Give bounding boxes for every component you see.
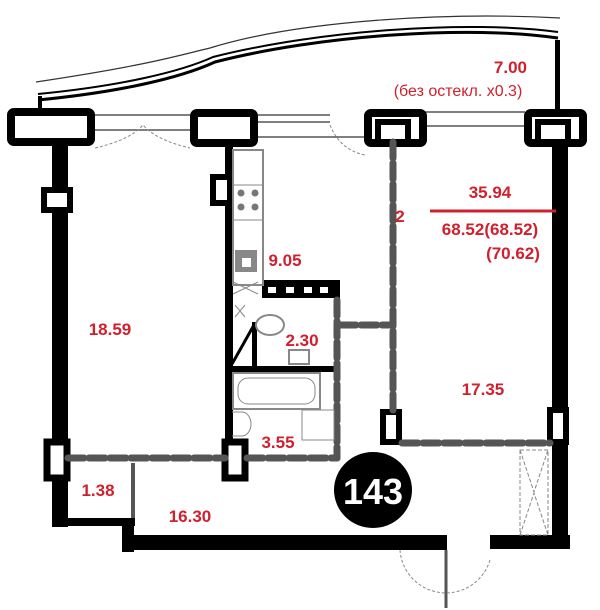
balcony-area: 7.00 <box>494 58 527 77</box>
kitchen-fixtures <box>232 149 264 286</box>
apartment-number-badge: 143 <box>334 452 412 528</box>
wardrobe <box>519 449 549 536</box>
room-right-area: 17.35 <box>462 380 505 399</box>
room-count: 2 <box>395 207 404 226</box>
bathroom-area: 3.55 <box>261 433 294 452</box>
wc-area: 2.30 <box>285 331 318 350</box>
balcony <box>35 15 561 112</box>
apartment-number: 143 <box>343 471 403 512</box>
balcony-note: (без остекл. x0.3) <box>394 83 523 100</box>
exterior-walls <box>7 108 587 552</box>
washbasin-icon <box>288 349 310 365</box>
hall-area: 16.30 <box>169 507 212 526</box>
storage-area: 1.38 <box>81 481 114 500</box>
partitions <box>64 138 554 518</box>
bathtub-icon <box>232 372 321 410</box>
bathroom-walls <box>230 280 340 372</box>
stove-icon <box>237 189 259 211</box>
entrance-door <box>399 549 491 608</box>
windows <box>94 111 525 156</box>
total-area-with-balcony: (70.62) <box>486 244 540 263</box>
room-left-area: 18.59 <box>89 320 132 339</box>
toilet-icon <box>255 314 285 336</box>
kitchen-area: 9.05 <box>268 251 301 270</box>
bathroom-fixtures <box>232 281 335 441</box>
total-area: 68.52(68.52) <box>442 220 538 239</box>
living-area: 35.94 <box>469 183 512 202</box>
